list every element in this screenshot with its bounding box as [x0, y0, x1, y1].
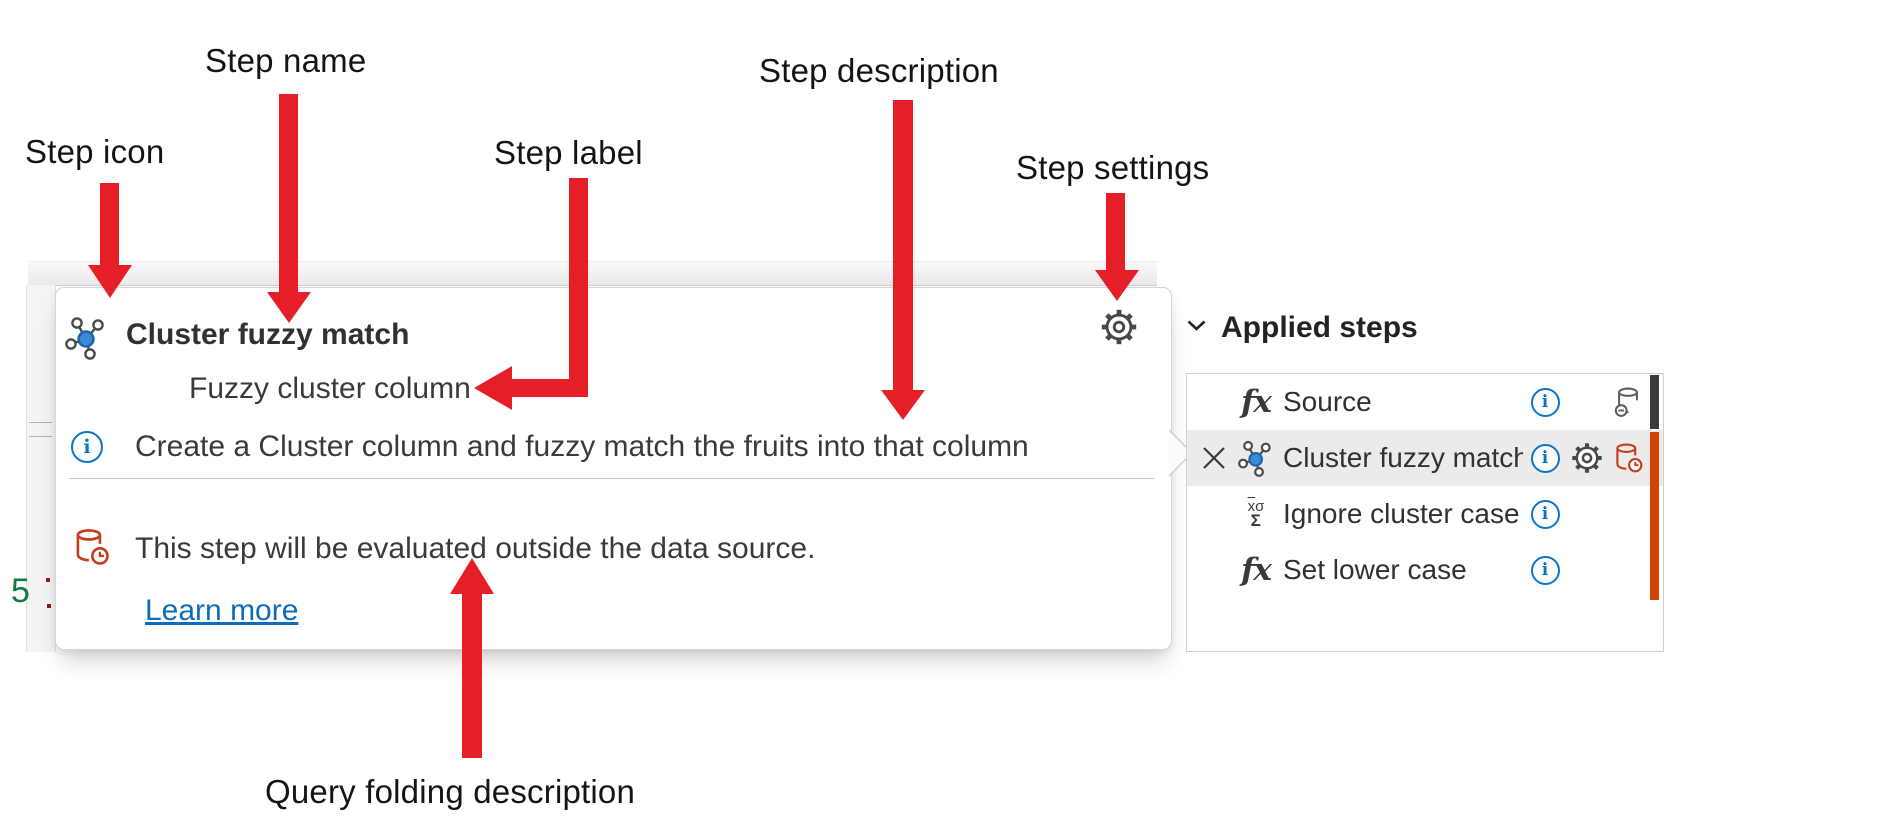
applied-step-label: Cluster fuzzy match [1283, 442, 1523, 473]
arrow-step-description-head [881, 390, 925, 420]
arrow-query-folding-head [450, 558, 494, 594]
applied-step-row[interactable]: fx Source i [1187, 374, 1663, 430]
annotation-step-label: Step label [494, 134, 643, 171]
step-tooltip-card: Cluster fuzzy match Fuzzy cluster column… [55, 287, 1172, 650]
arrow-step-settings [1106, 193, 1125, 270]
arrow-step-name [279, 94, 298, 292]
applied-steps-header[interactable]: Applied steps [1186, 311, 1418, 345]
splitter-grip [29, 436, 52, 437]
annotation-query-folding: Query folding description [265, 773, 636, 810]
arrow-step-label-horizontal [512, 379, 588, 397]
card-divider [69, 478, 1154, 479]
step-settings-button[interactable] [1096, 305, 1142, 351]
applied-steps-title: Applied steps [1221, 311, 1418, 344]
annotation-step-description: Step description [759, 52, 999, 89]
info-icon: i [71, 431, 103, 463]
info-icon[interactable]: i [1523, 555, 1567, 585]
applied-step-label: Set lower case [1283, 554, 1467, 585]
settings-gear-icon[interactable] [1567, 440, 1607, 476]
fold-indicator-dark [1650, 375, 1659, 429]
arrow-step-name-head [267, 292, 311, 323]
db-minus-icon [1607, 385, 1649, 419]
cluster-icon [1233, 440, 1279, 477]
editor-line-number: 5 [11, 572, 30, 610]
database-clock-icon [70, 526, 112, 573]
step-description-text: Create a Cluster column and fuzzy match … [135, 430, 1029, 463]
info-icon[interactable]: i [1523, 499, 1567, 529]
fx-icon: fx [1241, 552, 1272, 588]
cluster-icon [65, 316, 109, 360]
arrow-step-icon [100, 183, 119, 265]
remove-step-icon[interactable] [1195, 443, 1233, 473]
learn-more-link[interactable]: Learn more [145, 594, 299, 627]
arrow-step-description [893, 100, 913, 390]
info-icon[interactable]: i [1523, 387, 1567, 417]
applied-step-label: Source [1283, 386, 1372, 417]
editor-artifact-dot [47, 604, 51, 608]
arrow-step-label-head [474, 366, 512, 410]
db-clock-icon [1607, 441, 1649, 475]
chevron-down-icon [1186, 319, 1207, 337]
fx-icon: fx [1241, 384, 1272, 420]
applied-step-label: Ignore cluster case [1283, 498, 1520, 529]
arrow-query-folding [462, 594, 482, 758]
editor-artifact-dot [46, 578, 50, 582]
settings-gear-icon [1098, 306, 1140, 351]
annotation-step-settings: Step settings [1016, 149, 1210, 186]
arrow-step-label-vertical [569, 178, 588, 397]
ribbon-bottom-band [28, 261, 1157, 286]
step-name-text: Cluster fuzzy match [126, 318, 410, 351]
splitter-grip [29, 422, 52, 423]
step-label-text: Fuzzy cluster column [189, 372, 471, 405]
annotation-step-name: Step name [205, 42, 367, 79]
annotation-step-icon: Step icon [25, 133, 165, 170]
fold-indicator-orange [1650, 432, 1659, 600]
applied-step-row[interactable]: fx Set lower case i [1187, 542, 1663, 598]
info-icon[interactable]: i [1523, 443, 1567, 473]
arrow-step-icon-head [88, 265, 132, 298]
arrow-step-settings-head [1095, 270, 1139, 301]
collapsed-side-strip[interactable] [26, 285, 56, 652]
